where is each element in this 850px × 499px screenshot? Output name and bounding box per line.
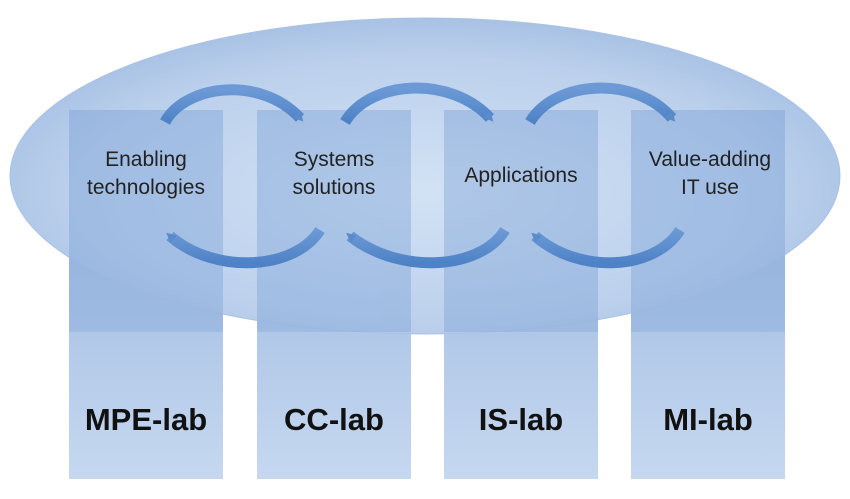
arrow-top-3 [525,82,677,126]
stage-enabling-line1: Enabling [105,148,187,171]
cycle-arrows [160,82,685,269]
stage-systems-line2: solutions [293,176,376,199]
lab-labels: MPE-lab CC-lab IS-lab MI-lab [85,402,753,437]
stage-value-adding-line2: IT use [681,176,739,199]
lab-label-is: IS-lab [479,402,563,437]
stage-applications: Applications [464,164,577,187]
arrow-bottom-2 [346,226,510,269]
lab-label-mpe: MPE-lab [85,402,207,437]
arrow-bottom-3 [531,226,685,269]
arrow-bottom-1 [166,226,325,269]
stage-systems-line1: Systems [294,148,375,171]
stage-labels: Enabling technologies Systems solutions … [87,148,771,199]
stage-enabling-line2: technologies [87,176,205,199]
lab-label-cc: CC-lab [284,402,384,437]
arrow-top-1 [160,84,305,125]
arrow-top-2 [340,82,495,126]
lab-label-mi: MI-lab [663,402,753,437]
stage-value-adding-line1: Value-adding [649,148,771,171]
